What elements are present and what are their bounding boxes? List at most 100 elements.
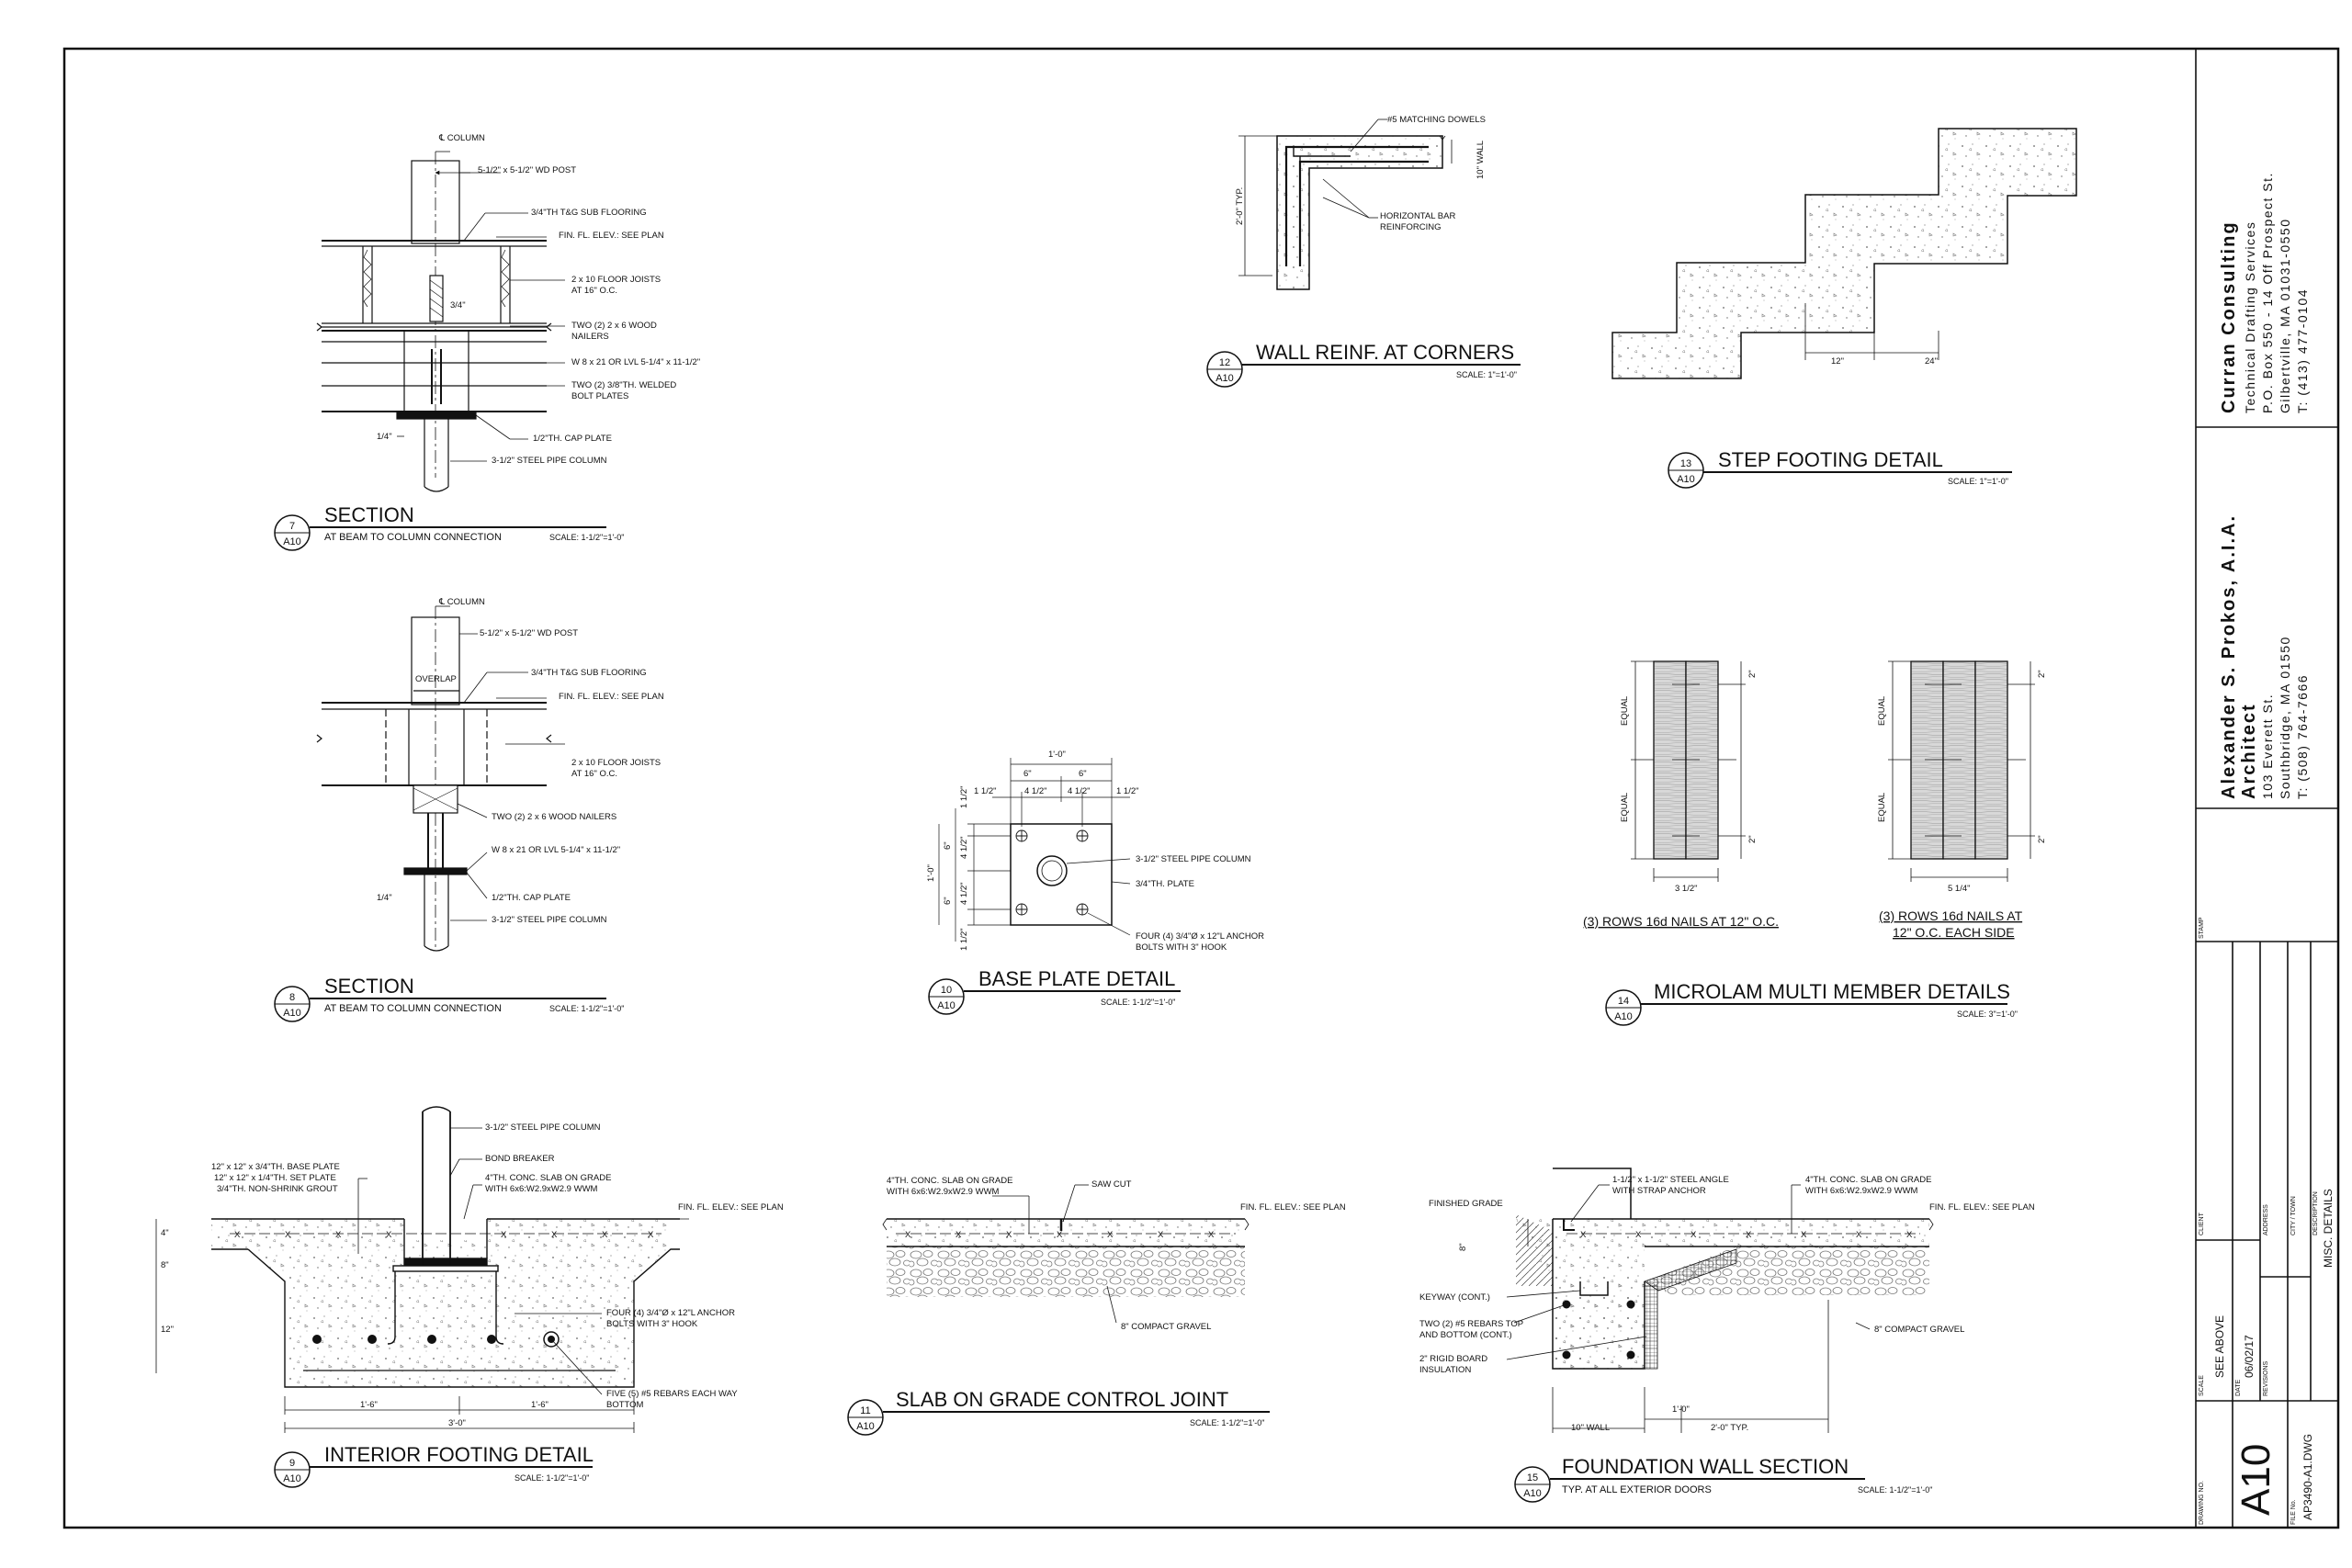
svg-text:X: X: [956, 1230, 962, 1240]
svg-text:AT 16" O.C.: AT 16" O.C.: [571, 286, 617, 296]
svg-text:SCALE: SCALE: [2199, 1375, 2205, 1396]
svg-text:1/4": 1/4": [377, 893, 392, 903]
svg-text:BOLTS WITH 3" HOOK: BOLTS WITH 3" HOOK: [606, 1319, 698, 1329]
detail-15-label: 15 A10 FOUNDATION WALL SECTION TYP. AT A…: [1514, 1455, 1932, 1503]
svg-text:15: 15: [1527, 1472, 1538, 1483]
svg-text:W 8 x 21 OR LVL 5-1/4" x 11-1/: W 8 x 21 OR LVL 5-1/4" x 11-1/2": [492, 845, 620, 855]
svg-text:INSULATION: INSULATION: [1419, 1365, 1471, 1375]
svg-text:SCALE: 1-1/2"=1'-0": SCALE: 1-1/2"=1'-0": [1858, 1485, 1932, 1495]
svg-text:1'-0": 1'-0": [1048, 750, 1066, 760]
svg-text:BOND BREAKER: BOND BREAKER: [485, 1154, 555, 1164]
svg-text:X: X: [551, 1230, 558, 1240]
svg-text:A10: A10: [937, 1000, 956, 1011]
svg-text:8": 8": [1458, 1243, 1468, 1251]
svg-text:X: X: [1906, 1230, 1913, 1240]
svg-text:#5 MATCHING DOWELS: #5 MATCHING DOWELS: [1387, 115, 1486, 125]
svg-text:X: X: [648, 1230, 654, 1240]
svg-text:A10: A10: [1523, 1488, 1542, 1499]
svg-text:1'-6": 1'-6": [531, 1400, 548, 1410]
svg-text:STEP FOOTING DETAIL: STEP FOOTING DETAIL: [1718, 448, 1943, 471]
svg-text:MICROLAM MULTI MEMBER DETAILS: MICROLAM MULTI MEMBER DETAILS: [1654, 980, 2010, 1003]
svg-text:CITY / TOWN: CITY / TOWN: [2290, 1196, 2297, 1235]
svg-text:EQUAL: EQUAL: [1877, 696, 1887, 726]
detail-9-label: 9 A10 INTERIOR FOOTING DETAIL SCALE: 1-1…: [274, 1443, 594, 1488]
svg-text:1 1/2": 1 1/2": [974, 786, 997, 796]
svg-text:3/4"TH. NON-SHRINK GROUT: 3/4"TH. NON-SHRINK GROUT: [217, 1184, 338, 1194]
svg-text:1 1/2": 1 1/2": [959, 785, 969, 808]
svg-text:8: 8: [289, 992, 295, 1003]
detail-9-notes: 3-1/2" STEEL PIPE COLUMN 12" x 12" x 3/4…: [161, 1122, 784, 1428]
detail-8-label: 8 A10 SECTION AT BEAM TO COLUMN CONNECTI…: [274, 975, 624, 1022]
svg-text:3-1/2" STEEL PIPE COLUMN: 3-1/2" STEEL PIPE COLUMN: [492, 915, 607, 925]
svg-text:SCALE: 3"=1'-0": SCALE: 3"=1'-0": [1957, 1010, 2018, 1019]
svg-text:W 8 x 21 OR LVL 5-1/4" x 11-1/: W 8 x 21 OR LVL 5-1/4" x 11-1/2": [571, 357, 700, 367]
svg-text:SECTION: SECTION: [324, 975, 414, 998]
svg-text:FINISHED GRADE: FINISHED GRADE: [1429, 1199, 1503, 1209]
svg-text:FOUR (4) 3/4"Ø x 12"L ANCHOR: FOUR (4) 3/4"Ø x 12"L ANCHOR: [1136, 931, 1264, 942]
svg-text:24": 24": [1925, 356, 1938, 367]
svg-text:2 x 10 FLOOR JOISTS: 2 x 10 FLOOR JOISTS: [571, 275, 661, 285]
svg-text:DATE: DATE: [2235, 1380, 2242, 1396]
svg-text:Architect: Architect: [2239, 703, 2259, 799]
svg-text:4"TH. CONC. SLAB ON GRADE: 4"TH. CONC. SLAB ON GRADE: [887, 1176, 1012, 1186]
svg-text:12" O.C. EACH SIDE: 12" O.C. EACH SIDE: [1893, 925, 2015, 940]
svg-text:AT BEAM TO COLUMN CONNECTION: AT BEAM TO COLUMN CONNECTION: [324, 1003, 502, 1014]
svg-text:X: X: [1057, 1230, 1063, 1240]
svg-text:2": 2": [2037, 835, 2047, 843]
svg-text:TWO (2) 3/8"TH. WELDED: TWO (2) 3/8"TH. WELDED: [571, 380, 676, 390]
detail-10-base-plate: 1'-0" 6" 6" 1 1/2" 4 1/2" 4 1/2" 1 1/2" …: [926, 750, 1264, 1015]
svg-text:X: X: [1746, 1230, 1752, 1240]
svg-text:X: X: [1107, 1230, 1114, 1240]
svg-text:ADDRESS: ADDRESS: [2263, 1204, 2269, 1235]
svg-text:AND BOTTOM (CONT.): AND BOTTOM (CONT.): [1419, 1330, 1512, 1340]
svg-text:WITH 6x6:W2.9xW2.9 WWM: WITH 6x6:W2.9xW2.9 WWM: [887, 1187, 1000, 1197]
svg-text:FILE No.: FILE No.: [2290, 1499, 2297, 1525]
svg-text:2": 2": [2037, 670, 2047, 678]
svg-text:10" WALL: 10" WALL: [1476, 141, 1486, 179]
svg-text:4 1/2": 4 1/2": [959, 882, 969, 905]
svg-text:X: X: [1635, 1230, 1642, 1240]
svg-text:EQUAL: EQUAL: [1877, 793, 1887, 822]
svg-text:5-1/2" x 5-1/2" WD POST: 5-1/2" x 5-1/2" WD POST: [478, 165, 576, 175]
svg-text:A10: A10: [283, 536, 301, 547]
architect-block: Alexander S. Prokos, A.I.A. Architect 10…: [2219, 514, 2310, 799]
svg-text:1/2"TH. CAP PLATE: 1/2"TH. CAP PLATE: [533, 434, 612, 444]
svg-text:X: X: [335, 1230, 342, 1240]
svg-text:X: X: [1856, 1230, 1862, 1240]
svg-text:SCALE: 1"=1'-0": SCALE: 1"=1'-0": [1948, 477, 2008, 486]
svg-text:X: X: [602, 1230, 608, 1240]
svg-text:6": 6": [943, 841, 953, 850]
svg-text:1 1/2": 1 1/2": [1116, 786, 1139, 796]
svg-text:6": 6": [1079, 769, 1087, 779]
svg-text:SEE ABOVE: SEE ABOVE: [2213, 1315, 2226, 1378]
detail-12-notes: #5 MATCHING DOWELS 10" WALL 2'-0" TYP. H…: [1235, 115, 1486, 232]
svg-text:REVISIONS: REVISIONS: [2263, 1361, 2269, 1396]
svg-text:3/4"TH T&G SUB FLOORING: 3/4"TH T&G SUB FLOORING: [531, 668, 647, 678]
svg-text:2": 2": [1747, 670, 1758, 678]
svg-text:T: (508) 764-7666: T: (508) 764-7666: [2295, 674, 2310, 799]
svg-text:Alexander S. Prokos, A.I.A.: Alexander S. Prokos, A.I.A.: [2219, 514, 2239, 799]
svg-text:BOLT PLATES: BOLT PLATES: [571, 391, 628, 401]
svg-text:℄ COLUMN: ℄ COLUMN: [438, 133, 485, 143]
svg-text:2" RIGID BOARD: 2" RIGID BOARD: [1419, 1354, 1487, 1364]
svg-text:8" COMPACT GRAVEL: 8" COMPACT GRAVEL: [1874, 1325, 1964, 1335]
svg-text:X: X: [285, 1230, 291, 1240]
svg-text:TYP. AT ALL EXTERIOR DOORS: TYP. AT ALL EXTERIOR DOORS: [1562, 1484, 1712, 1495]
svg-text:4"TH. CONC. SLAB ON GRADE: 4"TH. CONC. SLAB ON GRADE: [485, 1173, 611, 1183]
svg-text:TWO (2) 2 x 6 WOOD NAILERS: TWO (2) 2 x 6 WOOD NAILERS: [492, 812, 616, 822]
svg-text:4 1/2": 4 1/2": [1068, 786, 1091, 796]
svg-text:1'-6": 1'-6": [360, 1400, 378, 1410]
svg-text:06/02/17: 06/02/17: [2243, 1335, 2256, 1378]
svg-text:1'-0": 1'-0": [926, 864, 936, 882]
svg-text:BOTTOM: BOTTOM: [606, 1400, 644, 1410]
svg-text:3'-0": 3'-0": [448, 1418, 466, 1428]
svg-text:13: 13: [1680, 458, 1691, 469]
svg-text:EQUAL: EQUAL: [1620, 696, 1630, 726]
svg-text:3-1/2" STEEL PIPE COLUMN: 3-1/2" STEEL PIPE COLUMN: [485, 1122, 601, 1133]
svg-text:DRAWING NO.: DRAWING NO.: [2199, 1481, 2205, 1525]
svg-text:1/4": 1/4": [377, 432, 392, 442]
svg-text:A10: A10: [1216, 373, 1234, 384]
svg-text:HORIZONTAL BAR: HORIZONTAL BAR: [1380, 211, 1455, 221]
